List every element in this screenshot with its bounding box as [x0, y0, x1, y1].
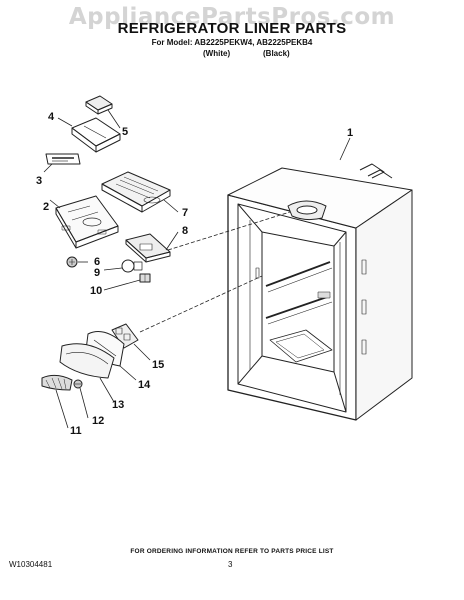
- document-number: W10304481: [9, 560, 53, 569]
- callout-8: 8: [182, 225, 188, 237]
- callout-2: 2: [43, 201, 49, 213]
- callout-7: 7: [182, 207, 188, 219]
- callout-9: 9: [94, 267, 100, 279]
- site-watermark: AppliancePartsPros.com: [68, 4, 396, 30]
- callout-13: 13: [112, 399, 124, 411]
- screw-part-12[interactable]: [73, 379, 83, 389]
- control-panel-part-13[interactable]: [59, 343, 115, 379]
- callout-3: 3: [36, 175, 42, 187]
- switch-part-5[interactable]: [85, 95, 113, 115]
- callout-6: 6: [94, 256, 100, 268]
- callout-11: 11: [70, 425, 82, 437]
- screw-part-6[interactable]: [66, 256, 78, 268]
- trim-part-11[interactable]: [41, 374, 73, 391]
- callout-12: 12: [92, 415, 104, 427]
- callout-14: 14: [138, 379, 151, 391]
- ordering-note: FOR ORDERING INFORMATION REFER TO PARTS …: [130, 548, 334, 555]
- bulb-part-9[interactable]: [121, 259, 143, 273]
- model-line: For Model: AB2225PEKW4, AB2225PEKB4: [151, 38, 313, 47]
- page-number: 3: [228, 560, 233, 569]
- callout-15: 15: [152, 359, 164, 371]
- callout-numbers: 1 2 3 4 5 6 7 8 9 10 11 12 13 14 15: [36, 111, 353, 437]
- socket-part-10[interactable]: [139, 273, 151, 283]
- light-shield-part-7[interactable]: [101, 171, 171, 213]
- variant-black-label: (Black): [263, 49, 290, 58]
- callout-5: 5: [122, 126, 128, 138]
- callout-10: 10: [90, 285, 102, 297]
- light-housing-part-2[interactable]: [55, 195, 119, 249]
- socket-part-8[interactable]: [125, 233, 171, 263]
- variant-white-label: (White): [203, 49, 231, 58]
- leader-lines: [43, 109, 351, 429]
- label-part-3[interactable]: [45, 153, 81, 165]
- bracket-part-4[interactable]: [71, 117, 121, 153]
- liner-part-1[interactable]: [227, 163, 413, 421]
- page-title: REFRIGERATOR LINER PARTS: [117, 20, 347, 37]
- callout-4: 4: [48, 111, 55, 123]
- callout-1: 1: [347, 127, 353, 139]
